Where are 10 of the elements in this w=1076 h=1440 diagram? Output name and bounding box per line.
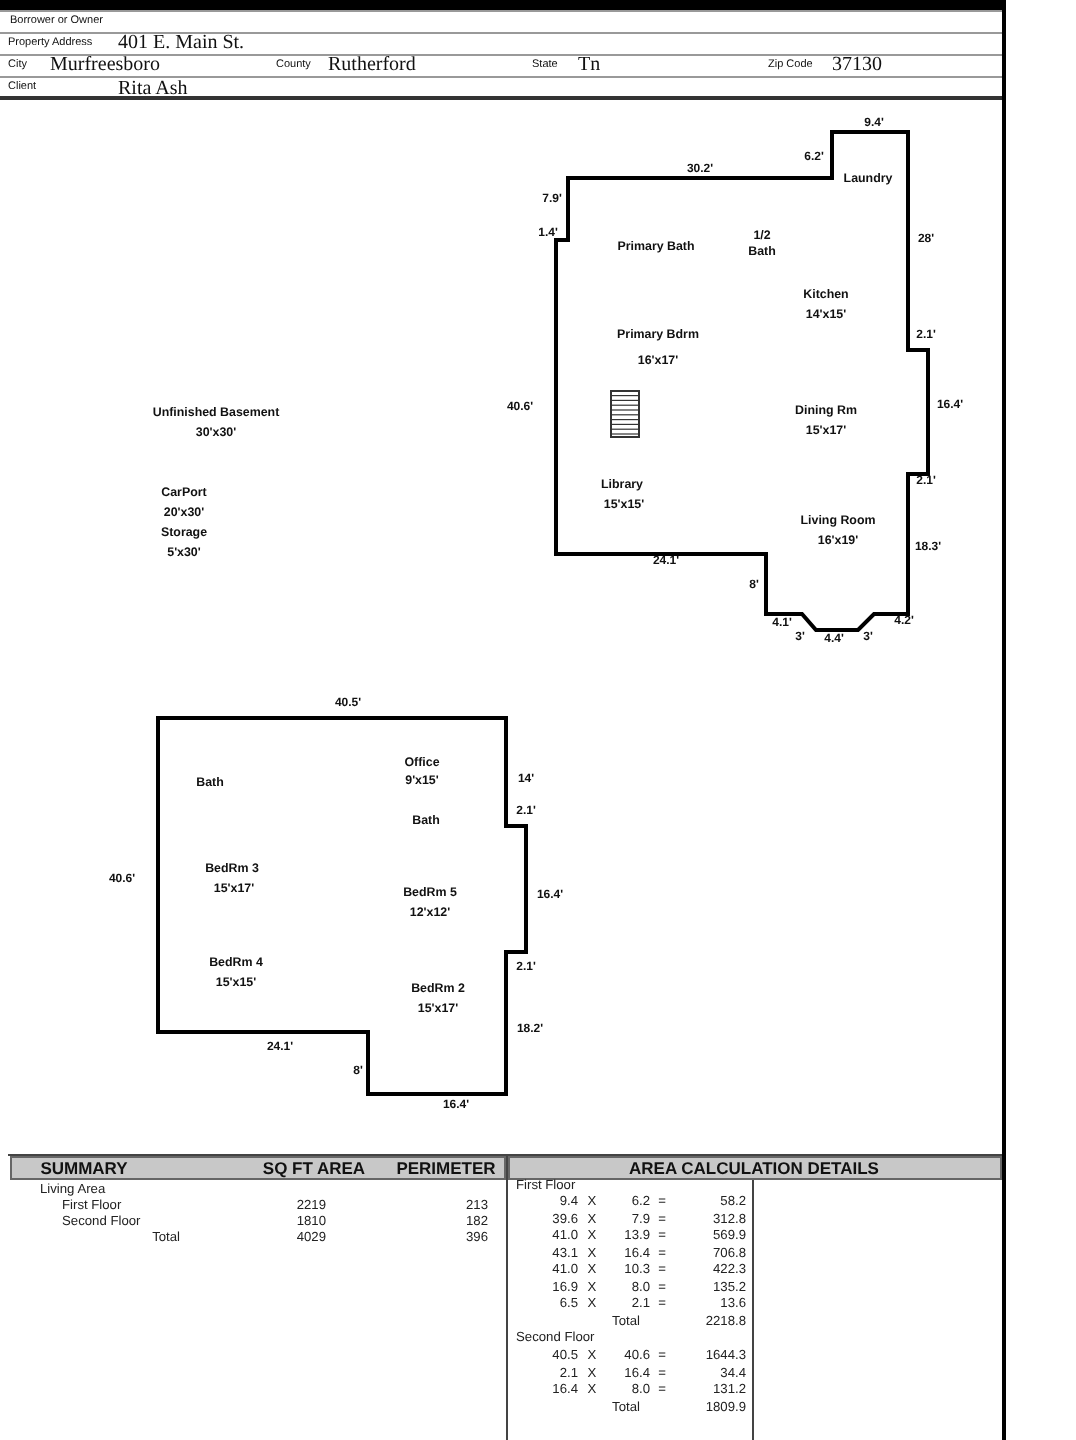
field-value: Rutherford [328,56,416,76]
field-value: 401 E. Main St. [118,34,245,54]
column-header: SQ FT AREA [262,1159,366,1177]
column-header: SUMMARY [40,1159,128,1177]
column-header: PERIMETER [396,1159,496,1177]
field-value: Rita Ash [118,80,188,100]
field-value: Tn [578,56,601,76]
column-header: AREA CALCULATION DETAILS [629,1159,879,1177]
field-value: 37130 [832,56,882,76]
field-value: Murfreesboro [50,56,160,76]
